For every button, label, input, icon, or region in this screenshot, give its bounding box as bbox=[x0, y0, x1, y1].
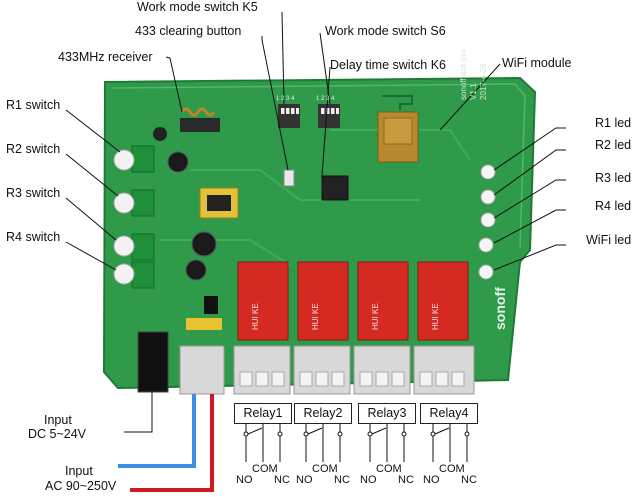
clearing-button-part bbox=[283, 169, 295, 187]
brand-text: sonoff bbox=[492, 287, 508, 330]
label-r1-led: R1 led bbox=[595, 116, 632, 130]
relay-label-2: Relay2 bbox=[294, 403, 352, 424]
receiver-coil bbox=[180, 107, 220, 132]
label-wifi-module: WiFi module bbox=[502, 56, 572, 70]
label-work-mode-k5: Work mode switch K5 bbox=[137, 0, 258, 14]
ac-terminal bbox=[179, 345, 225, 395]
board-model-text: sonoff 4ch pro bbox=[459, 49, 468, 100]
leader-lines bbox=[65, 11, 566, 433]
mcu-chip bbox=[321, 175, 349, 201]
relay2-no: NO bbox=[296, 474, 313, 486]
board-date-text: 2017-4-26 bbox=[479, 63, 488, 100]
dip-switch-k5 bbox=[278, 104, 300, 128]
ac-wire-red bbox=[130, 394, 214, 492]
relay-marking-2: HUI KE bbox=[311, 303, 320, 330]
relay-label-1: Relay1 bbox=[234, 403, 292, 424]
label-r4-led: R4 led bbox=[595, 199, 632, 213]
relay1-com: COM bbox=[252, 463, 278, 475]
relay3-no: NO bbox=[360, 474, 377, 486]
dip-switch-s6 bbox=[318, 104, 340, 128]
relay3-nc: NC bbox=[398, 474, 414, 486]
label-clearing-button: 433 clearing button bbox=[135, 24, 242, 38]
relay-marking-1: HUI KE bbox=[251, 303, 260, 330]
relay3-com: COM bbox=[376, 463, 402, 475]
label-r2-switch: R2 switch bbox=[6, 142, 61, 156]
label-input-ac-line2: AC 90~250V bbox=[45, 479, 117, 493]
board-version-text: V1.1 bbox=[469, 83, 478, 100]
wifi-module bbox=[377, 95, 419, 163]
button-column bbox=[113, 145, 155, 289]
relay2-com: COM bbox=[312, 463, 338, 475]
label-r4-switch: R4 switch bbox=[6, 230, 61, 244]
label-433-receiver: 433MHz receiver bbox=[58, 50, 153, 64]
ac-wire-blue bbox=[118, 394, 196, 468]
label-input-dc-line1: Input bbox=[44, 413, 72, 427]
label-delay-k6: Delay time switch K6 bbox=[330, 58, 447, 72]
label-input-dc-line2: DC 5~24V bbox=[28, 427, 87, 441]
label-input-ac-line1: Input bbox=[65, 464, 93, 478]
label-r2-led: R2 led bbox=[595, 138, 632, 152]
relay2-nc: NC bbox=[334, 474, 350, 486]
relay4-no: NO bbox=[423, 474, 440, 486]
label-work-mode-s6: Work mode switch S6 bbox=[325, 24, 446, 38]
led-column bbox=[478, 164, 496, 280]
relays bbox=[237, 261, 469, 341]
relay1-no: NO bbox=[236, 474, 253, 486]
label-r3-led: R3 led bbox=[595, 171, 632, 185]
dc-jack bbox=[137, 331, 169, 393]
label-wifi-led: WiFi led bbox=[586, 233, 632, 247]
k6-pins-text: 1 2 3 4 bbox=[316, 96, 335, 102]
relay-marking-4: HUI KE bbox=[431, 303, 440, 330]
relay-label-3: Relay3 bbox=[358, 403, 416, 424]
relay4-nc: NC bbox=[461, 474, 477, 486]
relay1-nc: NC bbox=[274, 474, 290, 486]
k5-pins-text: 1 2 3 4 bbox=[276, 96, 295, 102]
label-r3-switch: R3 switch bbox=[6, 186, 61, 200]
label-r1-switch: R1 switch bbox=[6, 98, 61, 112]
relay-marking-3: HUI KE bbox=[371, 303, 380, 330]
relay-terminals bbox=[233, 345, 475, 395]
relay4-com: COM bbox=[439, 463, 465, 475]
relay-label-4: Relay4 bbox=[420, 403, 478, 424]
relay-contact-diagrams bbox=[243, 424, 470, 462]
